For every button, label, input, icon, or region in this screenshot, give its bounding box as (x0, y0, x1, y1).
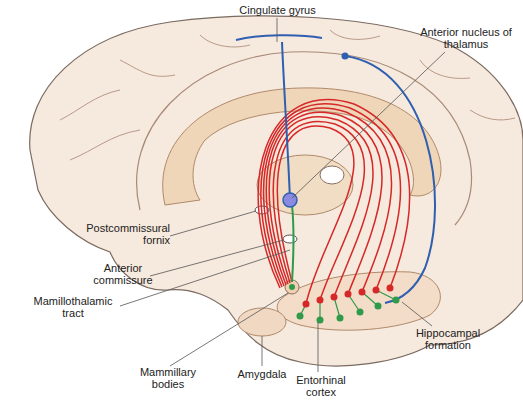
part-label: Amygdala (232, 368, 292, 380)
entorhinal-dot (297, 313, 304, 320)
entorhinal-dot (317, 317, 324, 324)
mamillothalamic-fiber (292, 205, 294, 282)
part-label: Entorhinal cortex (290, 374, 352, 398)
hippocampal-dot (373, 287, 380, 294)
leader-line (170, 293, 288, 366)
cingulum-fiber (345, 56, 435, 303)
commissure-section (283, 235, 297, 243)
fornix-fiber (261, 104, 401, 290)
hippocampal-dot (317, 297, 324, 304)
part-label: Postcommissural fornix (75, 222, 170, 246)
brain-outline (30, 16, 523, 366)
leader-line (402, 302, 432, 326)
leader-line (262, 336, 263, 366)
part-label: Hippocampal formation (404, 327, 492, 351)
fornix-fiber (266, 112, 382, 294)
hippocampal-dot (387, 285, 394, 292)
part-label: Cingulate gyrus (230, 4, 325, 16)
hippocampal-region (277, 272, 440, 330)
leader-line (170, 211, 256, 236)
part-label: Anterior nucleus of thalamus (420, 26, 512, 50)
leader-line (292, 52, 445, 198)
entorhinal-dot (375, 303, 382, 310)
leader-line (277, 18, 278, 42)
hippocampal-dot (303, 301, 310, 308)
fornix-fiber (264, 108, 392, 292)
entorhinal-dot (393, 297, 400, 304)
entorhinal-dot (357, 309, 364, 316)
entorhinal-dot (337, 315, 344, 322)
part-label: Mamillothalamic tract (26, 295, 120, 319)
amygdala-shape (238, 308, 286, 336)
leader-line (150, 240, 284, 276)
entorhinal-dots (289, 284, 400, 324)
part-label: Mammillary bodies (128, 366, 208, 390)
leader-line (318, 322, 319, 372)
thalamocingulate-fiber (236, 35, 322, 200)
hippocampal-dot (331, 294, 338, 301)
cingulate-dot (342, 53, 349, 60)
mammillary-dot (289, 284, 295, 290)
fornix-fiber (258, 100, 409, 288)
hippocampal-dot (359, 289, 366, 296)
entorhinal-fiber (300, 290, 396, 320)
part-label: Anterior commissure (88, 262, 158, 286)
hippocampal-dot (345, 291, 352, 298)
leader-lines (120, 18, 445, 372)
cingulate-sulcus (137, 52, 472, 225)
interthalamic-adhesion (320, 166, 344, 184)
